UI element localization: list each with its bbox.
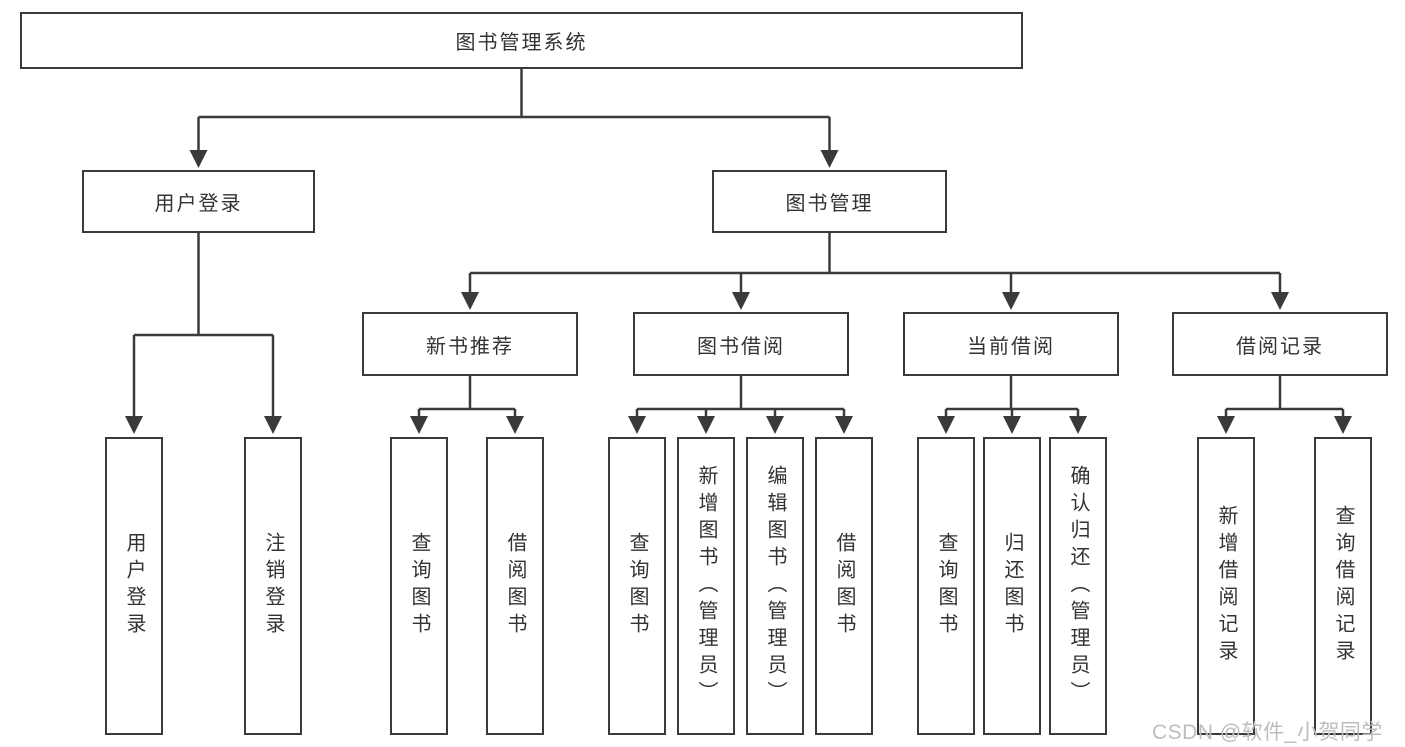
- leaf-return-books: 归还图书: [983, 437, 1041, 735]
- leaf-label: 查询图书: [408, 532, 430, 640]
- node-root: 图书管理系统: [20, 12, 1023, 69]
- leaf-logout: 注销登录: [244, 437, 302, 735]
- node-new-book-recommend: 新书推荐: [362, 312, 578, 376]
- leaf-label: 编辑图书（管理员）: [764, 464, 786, 708]
- leaf-query-books-borrow: 查询图书: [608, 437, 666, 735]
- node-current-borrow: 当前借阅: [903, 312, 1119, 376]
- leaf-user-login: 用户登录: [105, 437, 163, 735]
- leaf-label: 新增图书（管理员）: [695, 464, 717, 708]
- leaf-add-books-admin: 新增图书（管理员）: [677, 437, 735, 735]
- node-borrow-record: 借阅记录: [1172, 312, 1388, 376]
- leaf-label: 查询借阅记录: [1332, 505, 1354, 667]
- csdn-watermark: CSDN @软件_小贺同学: [1152, 721, 1383, 744]
- leaf-add-borrow-record: 新增借阅记录: [1197, 437, 1255, 735]
- leaf-borrow-books: 借阅图书: [815, 437, 873, 735]
- leaf-confirm-return-admin: 确认归还（管理员）: [1049, 437, 1107, 735]
- node-book-management: 图书管理: [712, 170, 947, 233]
- leaf-label: 新增借阅记录: [1215, 505, 1237, 667]
- leaf-label: 查询图书: [626, 532, 648, 640]
- leaf-label: 查询图书: [935, 532, 957, 640]
- leaf-edit-books-admin: 编辑图书（管理员）: [746, 437, 804, 735]
- leaf-label: 借阅图书: [504, 532, 526, 640]
- leaf-label: 确认归还（管理员）: [1067, 464, 1089, 708]
- node-user-login: 用户登录: [82, 170, 315, 233]
- leaf-label: 归还图书: [1001, 532, 1023, 640]
- leaf-borrow-books-recommend: 借阅图书: [486, 437, 544, 735]
- leaf-label: 用户登录: [123, 532, 145, 640]
- leaf-query-borrow-record: 查询借阅记录: [1314, 437, 1372, 735]
- leaf-label: 注销登录: [262, 532, 284, 640]
- leaf-query-books-recommend: 查询图书: [390, 437, 448, 735]
- leaf-label: 借阅图书: [833, 532, 855, 640]
- node-book-borrow: 图书借阅: [633, 312, 849, 376]
- leaf-query-books-current: 查询图书: [917, 437, 975, 735]
